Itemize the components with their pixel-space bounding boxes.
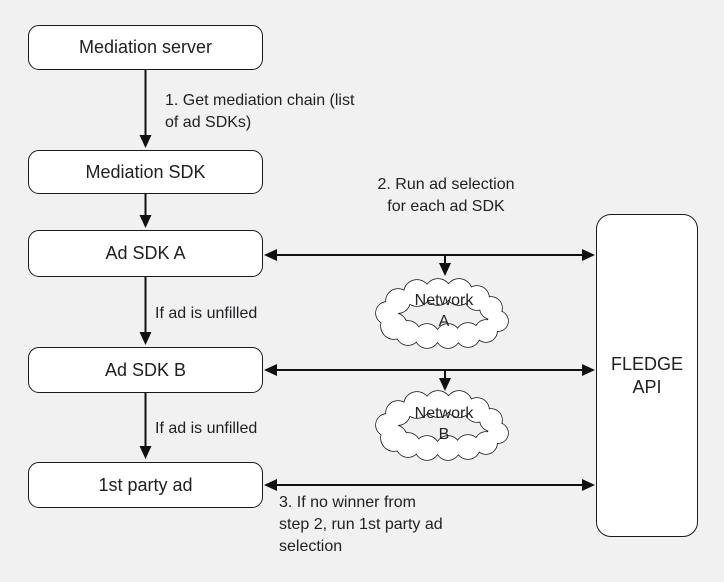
arrow-sdk-to-adsdka	[139, 194, 152, 228]
node-mediation-server: Mediation server	[28, 25, 263, 70]
network-b-label: Network B	[372, 403, 516, 445]
network-a-label: Network A	[372, 290, 516, 332]
network-a-label-line2: A	[438, 313, 450, 330]
node-first-party-ad: 1st party ad	[28, 462, 263, 508]
node-fledge-api: FLEDGE API	[596, 214, 698, 537]
node-mediation-server-label: Mediation server	[78, 37, 213, 57]
annotation-step2-line2: for each ad SDK	[387, 198, 505, 215]
network-b-label-line1: Network	[414, 405, 474, 422]
arrow-branch-network-a	[439, 256, 451, 276]
arrow-server-to-sdk	[139, 70, 152, 148]
node-mediation-sdk: Mediation SDK	[28, 150, 263, 194]
network-a-label-line1: Network	[414, 292, 474, 309]
arrow-adsdkb-to-firstparty	[139, 393, 152, 459]
node-fledge-api-label-line1: FLEDGE	[610, 353, 684, 374]
node-mediation-sdk-label: Mediation SDK	[85, 161, 206, 182]
node-ad-sdk-a-label: Ad SDK A	[105, 243, 186, 263]
annotation-step3: 3. If no winner from step 2, run 1st par…	[279, 492, 443, 558]
annotation-step2: 2. Run ad selection for each ad SDK	[378, 174, 515, 218]
arrow-firstparty-fledge	[264, 479, 595, 491]
node-ad-sdk-a: Ad SDK A	[28, 230, 263, 277]
annotation-step1-line1: 1. Get mediation chain (list	[165, 92, 355, 109]
node-fledge-api-label-line2: API	[632, 376, 662, 397]
arrow-branch-network-b	[439, 371, 451, 391]
annotation-step1: 1. Get mediation chain (list of ad SDKs)	[165, 90, 354, 134]
network-b-label-line2: B	[438, 426, 450, 443]
annotation-step3-line3: selection	[279, 538, 343, 555]
arrow-adsdkb-fledge	[264, 364, 595, 376]
node-ad-sdk-b: Ad SDK B	[28, 347, 263, 393]
annotation-step1-line2: of ad SDKs)	[165, 114, 252, 131]
annotation-step3-line1: 3. If no winner from	[279, 494, 416, 511]
arrow-adsdka-fledge	[264, 249, 595, 261]
annotation-unfilled-a: If ad is unfilled	[155, 305, 258, 322]
annotation-step2-line1: 2. Run ad selection	[377, 176, 515, 193]
node-first-party-ad-label: 1st party ad	[98, 474, 193, 495]
node-ad-sdk-b-label: Ad SDK B	[104, 359, 187, 380]
annotation-unfilled-b: If ad is unfilled	[155, 420, 258, 437]
annotation-step3-line2: step 2, run 1st party ad	[279, 516, 443, 533]
arrow-adsdka-to-adsdkb	[139, 277, 152, 345]
